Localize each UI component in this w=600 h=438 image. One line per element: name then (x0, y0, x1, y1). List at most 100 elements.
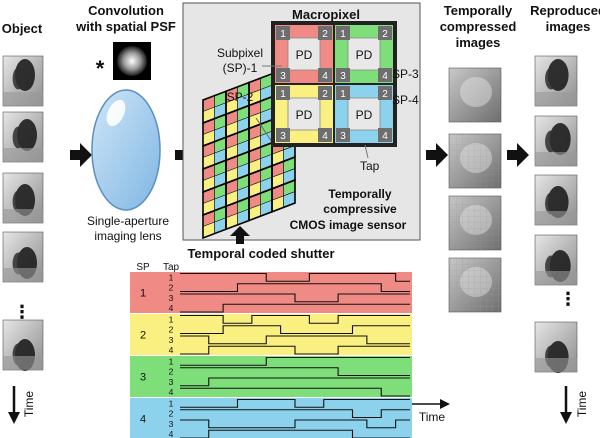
shutter-title: Temporal coded shutter (187, 246, 334, 261)
shutter-waveform (180, 429, 410, 438)
object-title: Object (2, 21, 43, 36)
pd-label: PD (296, 48, 313, 62)
shutter-tap-number: 3 (169, 293, 174, 303)
shutter-waveform (180, 283, 410, 293)
object-frame-3 (2, 172, 44, 224)
shutter-tap-number: 2 (169, 325, 174, 335)
shutter-tap-number: 4 (169, 345, 174, 355)
sensor-caption-line3: CMOS image sensor (290, 218, 407, 232)
tap-square (276, 86, 290, 100)
imaging-lens (91, 89, 161, 211)
shutter-waveform (180, 398, 410, 408)
shutter-tap-number: 4 (169, 429, 174, 438)
shutter-tap-number: 2 (169, 409, 174, 419)
shutter-waveform (180, 419, 410, 429)
subpixel-label-line1: Subpixel (217, 46, 263, 60)
tap-square (336, 86, 350, 100)
shutter-time-label: Time (419, 410, 446, 424)
tap-leader (364, 144, 369, 159)
compressed-image-2 (448, 133, 502, 189)
shutter-col-sp: SP (136, 262, 150, 273)
shutter-tap-number: 4 (169, 303, 174, 313)
compressed-image-1 (448, 67, 502, 123)
compressed-image-4 (448, 257, 502, 313)
shutter-sp-number: 2 (140, 330, 146, 342)
tap-number: 3 (280, 71, 286, 82)
tap-number: 3 (280, 131, 286, 142)
psf-spot (117, 46, 147, 76)
shutter-waveform (180, 356, 410, 366)
photodiode (287, 37, 321, 71)
shutter-tap-number: 1 (169, 398, 174, 408)
subpixel-label-line2: (SP)-1 (223, 61, 258, 75)
lens-highlight (106, 99, 126, 127)
flow-arrow-3 (426, 143, 448, 167)
tap-square (276, 68, 290, 82)
tap-label: Tap (360, 159, 380, 173)
convolution-operator: * (96, 56, 105, 81)
flow-arrow-1 (70, 143, 92, 167)
tap-square (276, 128, 290, 142)
tap-number: 4 (382, 71, 388, 82)
lens-label-line1: Single-aperture (87, 214, 169, 228)
object-ellipsis: ⋮ (13, 302, 31, 322)
tap-number: 1 (280, 29, 286, 40)
shutter-waveform (180, 367, 410, 377)
pd-label: PD (356, 108, 373, 122)
tap-square (336, 68, 350, 82)
shutter-waveform (180, 345, 410, 355)
tap-square (318, 26, 332, 40)
shutter-up-arrow (230, 226, 250, 244)
pixel-array (202, 63, 296, 240)
object-frame-5 (2, 319, 44, 371)
sp2-label: SP-2 (227, 90, 254, 104)
reproduced-frames (534, 55, 578, 373)
shutter-tap-number: 3 (169, 377, 174, 387)
time-label-right: Time (575, 391, 589, 418)
object-frame-4 (2, 231, 44, 283)
sensor-caption-line1: Temporally (328, 187, 391, 201)
shutter-waveform (180, 272, 410, 282)
shutter-waveform (180, 409, 410, 419)
compressed-images (448, 67, 502, 313)
reproduced-title-line1: Reproduced (530, 3, 600, 18)
shutter-tap-number: 4 (169, 387, 174, 397)
macropixel-title: Macropixel (292, 7, 360, 22)
tap-square (336, 26, 350, 40)
flow-arrow-4 (507, 143, 529, 167)
tap-number: 4 (322, 71, 328, 82)
shutter-waveform (180, 387, 410, 397)
reproduced-title-line2: images (546, 19, 591, 34)
pd-label: PD (296, 108, 313, 122)
compressed-image-3 (448, 195, 502, 251)
time-arrow-right (560, 386, 572, 424)
convolution-title-line1: Convolution (88, 3, 164, 18)
shutter-col-tap: Tap (163, 262, 180, 273)
shutter-sp-number: 3 (140, 372, 146, 384)
object-frame-2 (2, 111, 44, 163)
shutter-tap-number: 3 (169, 419, 174, 429)
tap-number: 1 (340, 29, 346, 40)
shutter-waveform (180, 293, 410, 303)
tap-number: 3 (340, 71, 346, 82)
tap-number: 1 (340, 89, 346, 100)
tap-number: 2 (322, 29, 328, 40)
lens-label-line2: imaging lens (94, 229, 161, 243)
reproduced-ellipsis: ⋮ (559, 289, 577, 309)
shutter-tap-number: 1 (169, 314, 174, 324)
pd-label: PD (356, 48, 373, 62)
tap-square (276, 26, 290, 40)
sensor-caption-line2: compressive (323, 202, 397, 216)
shutter-tap-number: 3 (169, 335, 174, 345)
reproduced-frame-3 (534, 174, 578, 226)
object-frame-1 (2, 55, 44, 107)
tap-square (318, 128, 332, 142)
subpixel-1: PD 1 2 3 4 (275, 25, 333, 83)
